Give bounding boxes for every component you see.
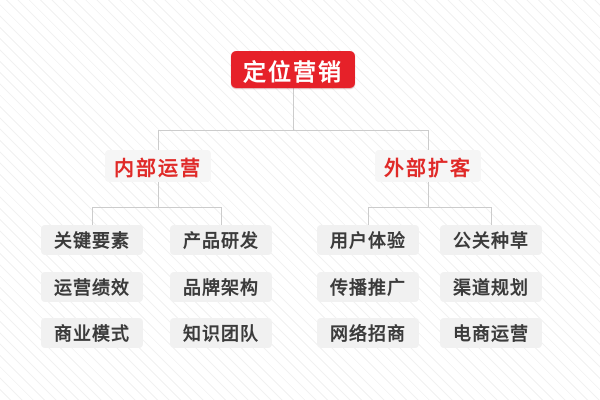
connector-drop-left-col-a	[92, 207, 93, 225]
leaf-node: 运营绩效	[41, 272, 143, 302]
leaf-node: 公关种草	[440, 225, 542, 255]
leaf-node: 传播推广	[317, 272, 419, 302]
leaf-node: 关键要素	[41, 225, 143, 255]
leaf-node: 电商运营	[440, 318, 542, 348]
connector-drop-right-col-b	[491, 207, 492, 225]
root-node: 定位营销	[231, 51, 355, 88]
leaf-node: 知识团队	[170, 318, 272, 348]
leaf-node: 渠道规划	[440, 272, 542, 302]
connector-drop-left-col-b	[221, 207, 222, 225]
leaf-node: 品牌架构	[170, 272, 272, 302]
leaf-node: 网络招商	[317, 318, 419, 348]
connector-right-branch-stub	[428, 182, 429, 207]
branch-node-internal-operations: 内部运营	[105, 150, 211, 182]
connector-drop-right-col-a	[368, 207, 369, 225]
connector-drop-left-branch	[158, 130, 159, 150]
connector-root-stub	[293, 88, 294, 130]
branch-node-external-expansion: 外部扩客	[375, 150, 481, 182]
leaf-node: 商业模式	[41, 318, 143, 348]
leaf-node: 用户体验	[317, 225, 419, 255]
connector-drop-right-branch	[428, 130, 429, 150]
connector-left-horizontal	[92, 207, 222, 208]
connector-level1-horizontal	[158, 130, 429, 131]
connector-left-branch-stub	[158, 182, 159, 207]
leaf-node: 产品研发	[170, 225, 272, 255]
connector-right-horizontal	[368, 207, 492, 208]
